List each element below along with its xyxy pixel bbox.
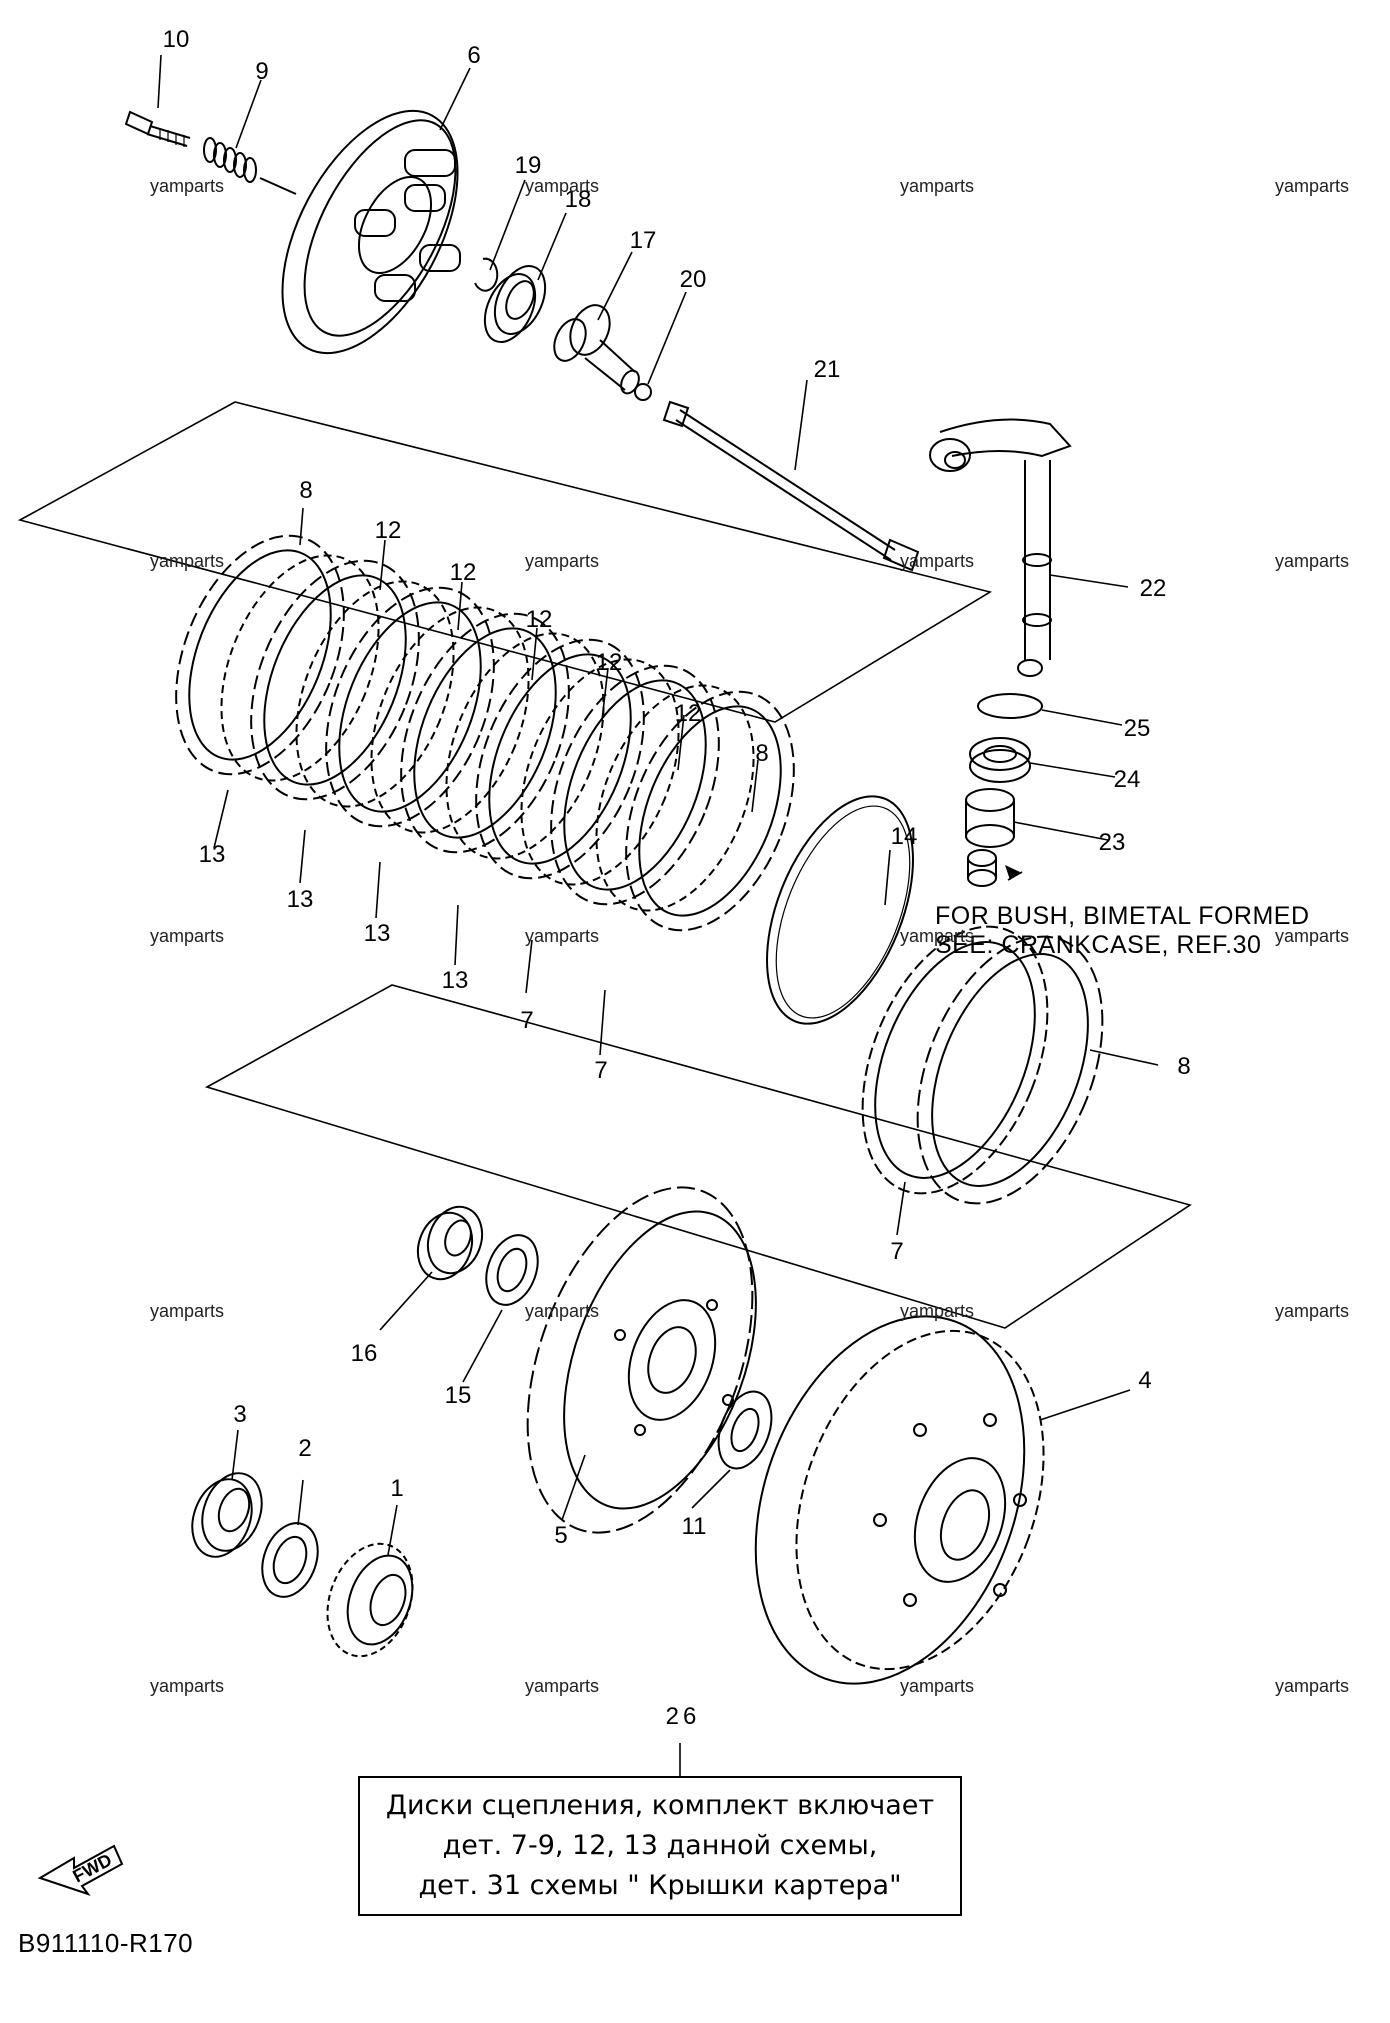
part-label-12-c: 12 (525, 606, 553, 633)
part-label-8-mid: 8 (755, 740, 769, 767)
watermark: yamparts (1274, 1676, 1350, 1696)
part-label-3: 3 (233, 1401, 247, 1428)
upper-group-frame (17, 401, 993, 723)
bush-note-line2: SEE: CRANKCASE, REF.30 (935, 931, 1262, 959)
bush-note: FOR BUSH, BIMETAL FORMED SEE: CRANKCASE,… (935, 902, 1310, 960)
watermark: yamparts (149, 1301, 225, 1321)
part-label-20: 20 (679, 266, 707, 293)
part-label-6: 6 (467, 42, 481, 69)
part-2-washer (261, 1522, 319, 1598)
diagram-code: B911110-R170 (18, 1928, 194, 1958)
part-label-11: 11 (681, 1513, 707, 1540)
part-label-23: 23 (1098, 829, 1126, 856)
part-18-bearing (483, 265, 547, 343)
part-label-24: 24 (1113, 766, 1141, 793)
part-24-oil-seal (969, 737, 1031, 783)
part-label-12-e: 12 (674, 700, 702, 727)
part-9-spring (203, 137, 297, 195)
part-11-lock-washer (717, 1390, 773, 1470)
part-label-4: 4 (1138, 1367, 1152, 1394)
callout-line2: дет. 7-9, 12, 13 данной схемы, (442, 1830, 878, 1861)
watermark: yamparts (149, 926, 225, 946)
part-20-ball (634, 383, 652, 401)
part-label-12-b: 12 (449, 559, 477, 586)
part-label-22: 22 (1139, 575, 1167, 602)
watermark: yamparts (1274, 551, 1350, 571)
clutch-kit-callout: Диски сцепления, комплект включает дет. … (358, 1776, 962, 1916)
part-label-7-b: 7 (594, 1057, 608, 1084)
watermark: yamparts (1274, 176, 1350, 196)
watermark: yamparts (899, 1301, 975, 1321)
part-label-10: 10 (162, 26, 190, 53)
watermark: yamparts (524, 176, 600, 196)
part-label-5: 5 (554, 1522, 568, 1549)
part-14-wire-ring (766, 795, 914, 1025)
part-25-circlip (977, 693, 1043, 719)
part-label-13-b: 13 (286, 886, 314, 913)
watermark: yamparts (899, 926, 975, 946)
part-label-14: 14 (890, 823, 918, 850)
part-label-7-c: 7 (890, 1238, 904, 1265)
callout-line1: Диски сцепления, комплект включает (385, 1790, 935, 1821)
watermark: yamparts (1274, 1301, 1350, 1321)
part-label-17: 17 (629, 227, 657, 254)
part-label-13-c: 13 (363, 920, 391, 947)
part-16-collar (416, 1205, 484, 1281)
part-label-25: 25 (1123, 715, 1151, 742)
watermark: yamparts (524, 1301, 600, 1321)
fwd-arrow-shape (37, 1844, 124, 1896)
part-label-15: 15 (444, 1382, 472, 1409)
part-label-19: 19 (514, 152, 542, 179)
part-label-12-a: 12 (374, 517, 402, 544)
part-label-9: 9 (255, 58, 269, 85)
callout-line3: дет. 31 схемы " Крышки картера" (418, 1870, 902, 1901)
part-1-gear (326, 1542, 414, 1658)
watermark: yamparts (899, 1676, 975, 1696)
part-label-21: 21 (813, 356, 841, 383)
watermark: yamparts (149, 1676, 225, 1696)
watermark: yamparts (899, 176, 975, 196)
part-23-bush (965, 788, 1015, 887)
watermark: yamparts (524, 551, 600, 571)
part-10-bolt (124, 110, 191, 147)
separate-plates-7-8 (861, 925, 1104, 1205)
watermark: yamparts (524, 1676, 600, 1696)
part-6-pressure-plate (281, 109, 461, 355)
part-label-7-a: 7 (520, 1007, 534, 1034)
watermark: yamparts (524, 926, 600, 946)
part-19-circlip (474, 257, 499, 292)
watermark: yamparts (899, 551, 975, 571)
part-label-12-d: 12 (595, 649, 623, 676)
part-label-8-right: 8 (1177, 1053, 1191, 1080)
part-21-long-rod (662, 400, 920, 572)
part-4-clutch-housing (754, 1315, 1045, 1685)
part-label-16: 16 (350, 1340, 378, 1367)
watermark: yamparts (149, 176, 225, 196)
part-label-26: 26 (665, 1703, 701, 1730)
bush-note-line1: FOR BUSH, BIMETAL FORMED (935, 902, 1310, 930)
part-15-washer (485, 1234, 539, 1306)
part-3-thrust-washer (191, 1472, 263, 1558)
lower-group-frame (204, 984, 1192, 1329)
watermark: yamparts (149, 551, 225, 571)
part-5-clutch-boss (526, 1186, 757, 1534)
part-label-2: 2 (298, 1435, 312, 1462)
watermark: yamparts (1274, 926, 1350, 946)
clutch-plate-stack (175, 534, 795, 932)
part-label-8-top: 8 (299, 477, 313, 504)
part-label-13-a: 13 (198, 841, 226, 868)
part-label-1: 1 (390, 1475, 404, 1502)
part-22-lever-shaft (929, 418, 1072, 677)
part-17-push-rod (553, 304, 640, 395)
part-label-13-d: 13 (441, 967, 469, 994)
part-label-18: 18 (564, 186, 592, 213)
